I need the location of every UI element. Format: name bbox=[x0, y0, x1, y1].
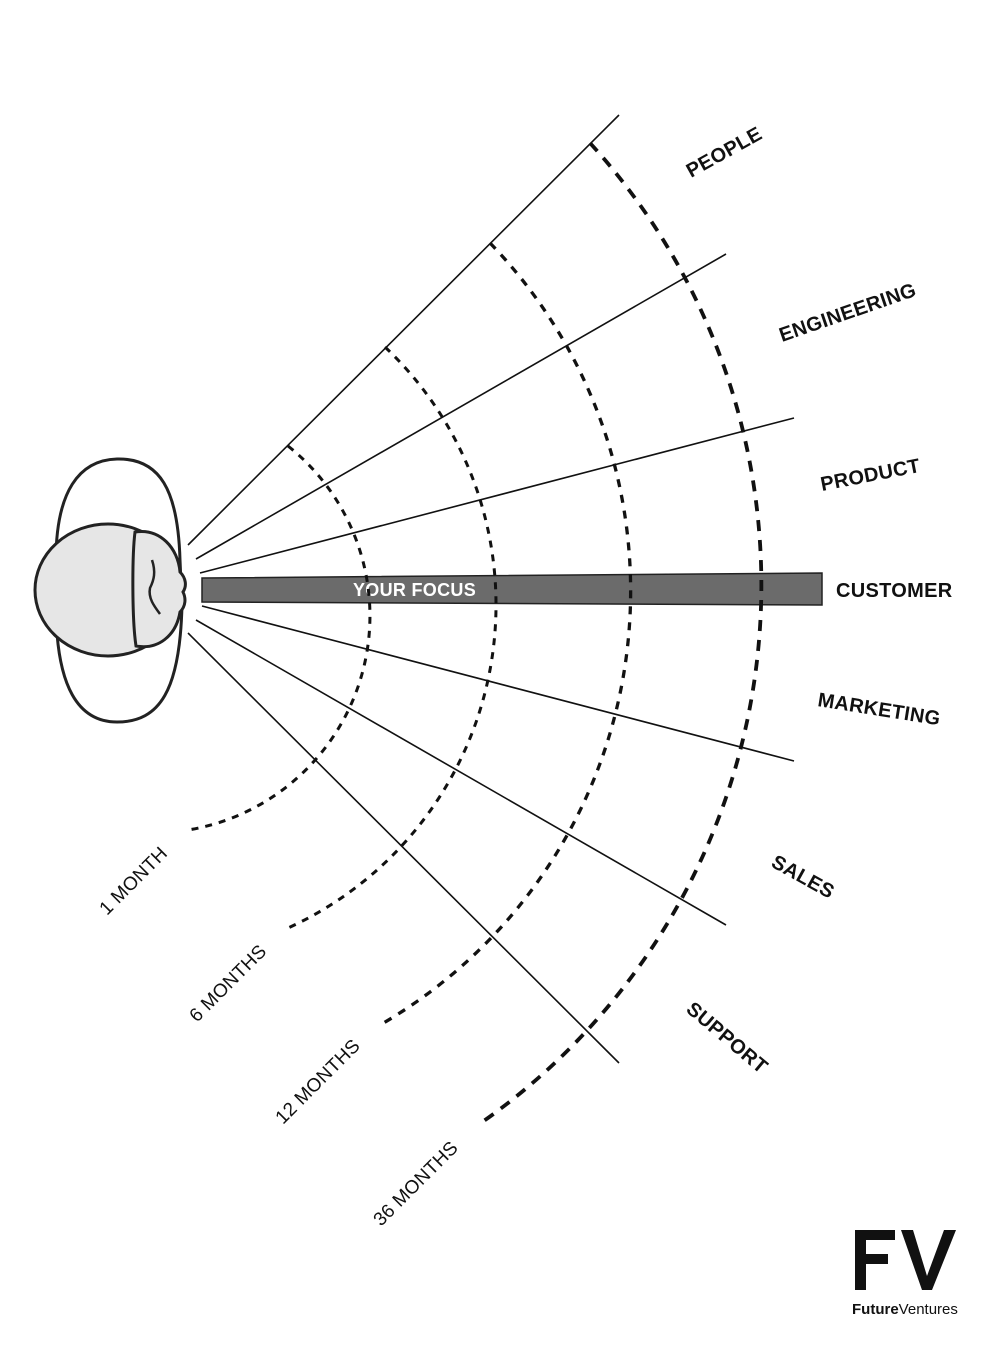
logo-word-light: Ventures bbox=[899, 1301, 958, 1318]
focus-band-shape bbox=[201, 572, 823, 606]
arc-12-months bbox=[379, 241, 633, 1027]
people-line bbox=[187, 114, 620, 546]
focus-band: YOUR FOCUS bbox=[201, 572, 823, 606]
label-engineering: ENGINEERING bbox=[776, 279, 919, 346]
nose-detail bbox=[148, 559, 162, 615]
sales-line bbox=[195, 619, 727, 926]
product-line bbox=[199, 417, 795, 574]
logo-wordmark: FutureVentures bbox=[852, 1301, 958, 1318]
label-sales: SALES bbox=[768, 851, 838, 903]
marketing-line bbox=[201, 605, 795, 762]
label-12-months: 12 MONTHS bbox=[272, 1036, 365, 1129]
nose bbox=[131, 530, 187, 649]
label-marketing: MARKETING bbox=[816, 689, 942, 730]
engineering-line bbox=[195, 253, 727, 560]
logo-f-top bbox=[855, 1230, 895, 1240]
label-people: PEOPLE bbox=[683, 123, 766, 182]
horizon-labels: 1 MONTH 6 MONTHS 12 MONTHS 36 MONTHS bbox=[96, 843, 463, 1230]
person-topview-icon bbox=[33, 457, 187, 724]
label-customer: CUSTOMER bbox=[836, 580, 953, 602]
horizon-arcs bbox=[187, 141, 764, 1127]
label-6-months: 6 MONTHS bbox=[186, 941, 271, 1026]
label-support: SUPPORT bbox=[682, 998, 772, 1078]
arc-36-months bbox=[476, 141, 764, 1127]
focus-label: YOUR FOCUS bbox=[353, 580, 476, 600]
label-1-month: 1 MONTH bbox=[96, 843, 172, 919]
future-ventures-logo: FutureVentures bbox=[852, 1230, 958, 1318]
support-line bbox=[187, 632, 620, 1064]
label-36-months: 36 MONTHS bbox=[370, 1138, 463, 1231]
logo-word-bold: Future bbox=[852, 1301, 899, 1318]
logo-v bbox=[901, 1230, 956, 1290]
logo-f-mid bbox=[855, 1254, 888, 1264]
label-product: PRODUCT bbox=[819, 455, 922, 496]
arc-6-months bbox=[287, 345, 498, 930]
fan-lines bbox=[187, 114, 795, 1064]
arc-1-month bbox=[187, 444, 372, 832]
